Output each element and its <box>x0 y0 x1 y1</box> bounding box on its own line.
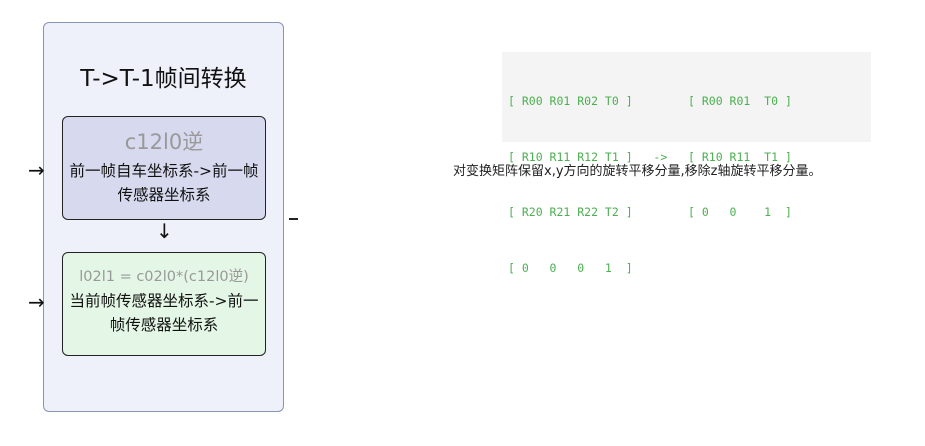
matrix-line: [ 0 0 0 1 ] <box>508 260 633 275</box>
group-title: T->T-1帧间转换 <box>80 66 247 92</box>
matrix-line: [ R10 R11 R12 T1 ] -> [ R10 R11 T1 ] <box>508 149 792 164</box>
matrix-line: [ R00 R01 R02 T0 ] [ R00 R01 T0 ] <box>508 94 792 108</box>
matrix-note: 对变换矩阵保留x,y方向的旋转平移分量,移除z轴旋转平移分量。 <box>453 164 822 179</box>
node-1-formula: c12l0逆 <box>124 130 204 154</box>
node-2-description: 当前帧传感器坐标系->前一帧传感器坐标系 <box>69 292 259 334</box>
transform-group: T->T-1帧间转换 c12l0逆 前一帧自车坐标系->前一帧传感器坐标系 ↓ … <box>43 22 284 412</box>
matrix-code-block: [ R00 R01 R02 T0 ] [ R00 R01 T0 ] [ R10 … <box>502 52 871 275</box>
input-arrow-2-icon: → <box>28 290 45 314</box>
c12l0-inverse-node: c12l0逆 前一帧自车坐标系->前一帧传感器坐标系 <box>62 116 266 220</box>
arrow-down-icon: ↓ <box>156 219 173 243</box>
output-edge-stub <box>289 218 298 220</box>
node-2-formula: l02l1 = c02l0*(c12l0逆) <box>79 269 249 285</box>
l02l1-node: l02l1 = c02l0*(c12l0逆) 当前帧传感器坐标系->前一帧传感器… <box>62 252 266 356</box>
matrix-line: [ R20 R21 R22 T2 ] [ 0 0 1 ] <box>508 205 792 219</box>
node-1-description: 前一帧自车坐标系->前一帧传感器坐标系 <box>69 162 259 204</box>
input-arrow-1-icon: → <box>28 158 45 182</box>
